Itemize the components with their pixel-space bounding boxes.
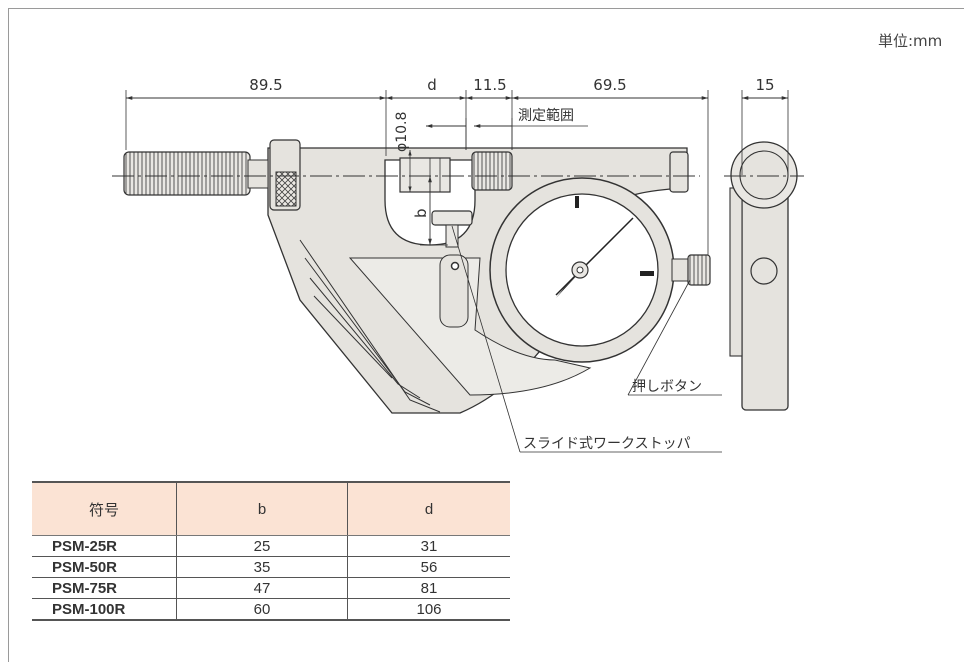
cell-code: PSM-25R — [32, 535, 177, 557]
cell-code: PSM-100R — [32, 598, 177, 621]
cell-b: 25 — [176, 535, 348, 557]
frame-stripe-2 — [304, 257, 431, 406]
cell-code: PSM-75R — [32, 577, 177, 599]
cell-b: 60 — [176, 598, 348, 621]
cell-d: 81 — [347, 577, 510, 599]
cell-b: 35 — [176, 556, 348, 578]
frame-pocket — [348, 257, 592, 396]
work-stopper-label: スライド式ワークストッパ — [523, 436, 691, 452]
dim-label-d: d — [427, 76, 437, 94]
frame-stripe-3 — [309, 277, 421, 399]
push-button-shaft — [671, 258, 689, 282]
dim-label-b: b — [412, 208, 430, 218]
cell-b: 47 — [176, 577, 348, 599]
spec-table: 符号 b d PSM-25R 25 31 PSM-50R 35 56 PSM-7… — [32, 481, 510, 621]
dim-label-69-5: 69.5 — [593, 76, 626, 94]
rear-cap — [669, 151, 689, 193]
frame-stripe-1 — [299, 239, 441, 413]
table-row: PSM-100R 60 106 — [32, 598, 510, 621]
spindle-diameter-label: φ10.8 — [394, 112, 410, 152]
frame-stripe-4 — [313, 295, 393, 379]
micrometer-drawing: 89.5 d 11.5 69.5 15 測定範囲 φ10.8 b 押しボタン ス… — [112, 76, 804, 453]
dim-label-89-5: 89.5 — [249, 76, 282, 94]
header-b: b — [176, 482, 348, 536]
unit-label: 単位:mm — [878, 32, 943, 50]
dial-mark-top — [575, 196, 579, 208]
table-row: PSM-50R 35 56 — [32, 556, 510, 578]
cell-d: 56 — [347, 556, 510, 578]
dial-needle — [555, 217, 634, 296]
table-header-row: 符号 b d — [32, 482, 510, 536]
cell-code: PSM-50R — [32, 556, 177, 578]
work-stopper-stem — [445, 224, 459, 248]
cell-d: 106 — [347, 598, 510, 621]
side-view-plate — [729, 187, 743, 357]
lock-ring-knurl — [275, 171, 297, 207]
table-row: PSM-75R 47 81 — [32, 577, 510, 599]
dim-label-11-5: 11.5 — [473, 76, 506, 94]
table-row: PSM-25R 25 31 — [32, 535, 510, 557]
slot-screw — [450, 261, 460, 271]
cell-d: 31 — [347, 535, 510, 557]
figure-frame — [8, 8, 964, 662]
measuring-range-label: 測定範囲 — [518, 107, 574, 124]
side-view-body — [741, 179, 789, 411]
knob-neck — [247, 159, 269, 189]
header-code: 符号 — [32, 482, 177, 536]
push-button-label: 押しボタン — [632, 379, 702, 395]
anvil — [471, 151, 513, 191]
dial-mark-right — [640, 271, 654, 276]
dim-label-15: 15 — [755, 76, 774, 94]
spindle — [399, 157, 451, 193]
work-stopper-head — [431, 210, 473, 226]
knurled-knob — [123, 151, 251, 196]
side-view-button — [750, 257, 778, 285]
slide-slot — [439, 254, 469, 328]
push-button — [687, 254, 711, 286]
header-d: d — [347, 482, 510, 536]
